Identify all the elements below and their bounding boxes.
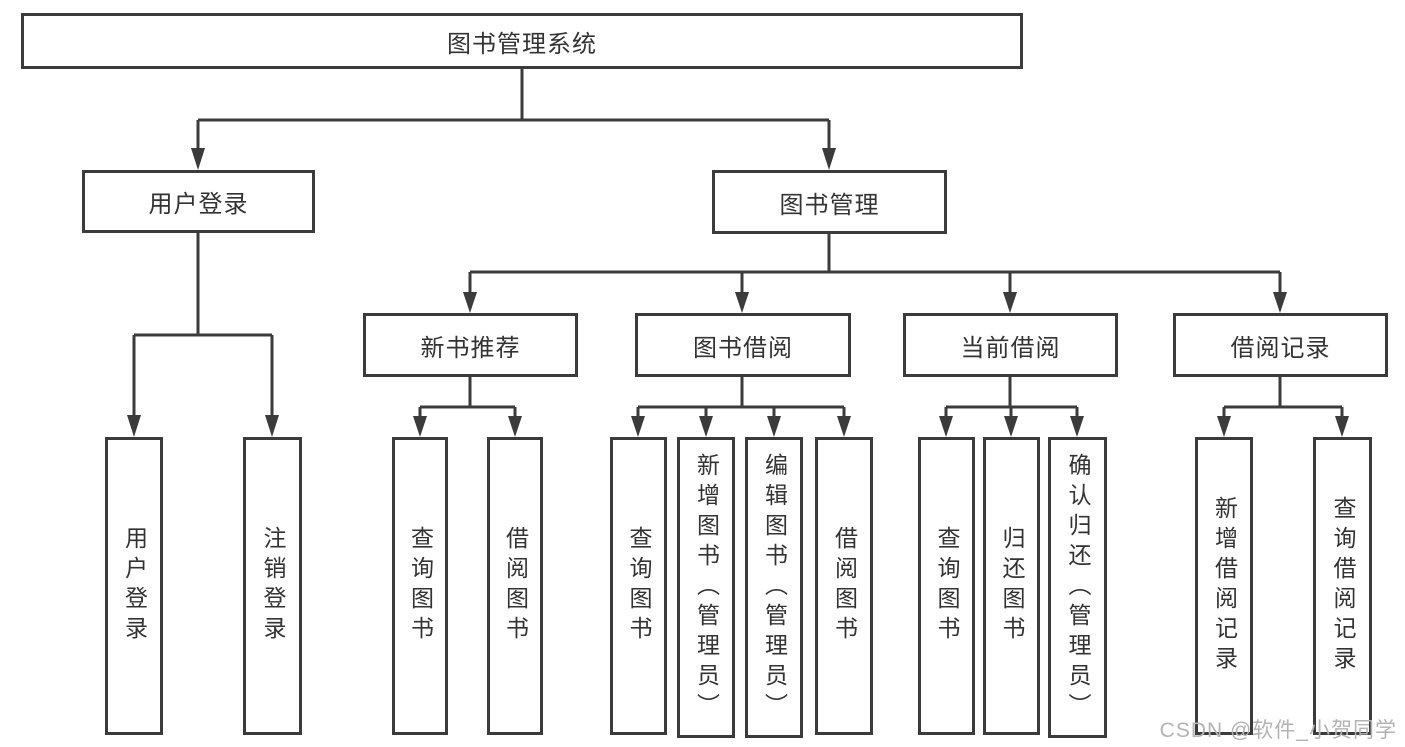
node-root-system: 图书管理系统	[21, 13, 1023, 69]
node-book-management-group: 图书管理	[712, 170, 947, 234]
connector-root-to-level2	[191, 69, 836, 170]
leaf-records-add-record: 新增借阅记录	[1195, 437, 1253, 735]
node-new-book-recommend: 新书推荐	[363, 313, 578, 377]
leaf-newbook-borrow-books: 借阅图书	[487, 437, 543, 735]
leaf-current-return-books: 归还图书	[983, 437, 1040, 735]
leaf-user-login: 用户登录	[105, 437, 163, 735]
leaf-newbook-query-books: 查询图书	[392, 437, 448, 735]
connector-borrow-records-children	[1217, 377, 1349, 437]
connector-book-mgmt-children	[463, 234, 1287, 313]
node-current-borrow: 当前借阅	[903, 313, 1118, 377]
connector-current-borrow-children	[939, 377, 1084, 437]
leaf-current-confirm-return-admin: 确认归还（管理员）	[1048, 437, 1107, 738]
csdn-watermark: CSDN @软件_小贺同学	[1159, 719, 1397, 742]
leaf-borrow-borrow-books: 借阅图书	[815, 437, 873, 735]
connector-new-book-children	[413, 377, 522, 437]
connector-user-login-children	[127, 233, 279, 437]
leaf-current-query-books: 查询图书	[918, 437, 975, 735]
node-book-borrow: 图书借阅	[635, 313, 851, 377]
leaf-logout: 注销登录	[243, 437, 302, 735]
node-user-login-group: 用户登录	[82, 170, 315, 233]
leaf-borrow-add-books-admin: 新增图书（管理员）	[677, 437, 735, 738]
leaf-borrow-query-books: 查询图书	[610, 437, 667, 735]
node-borrow-records: 借阅记录	[1173, 313, 1388, 377]
leaf-borrow-edit-books-admin: 编辑图书（管理员）	[745, 437, 803, 738]
connector-book-borrow-children	[631, 377, 851, 437]
leaf-records-query-record: 查询借阅记录	[1313, 437, 1372, 735]
